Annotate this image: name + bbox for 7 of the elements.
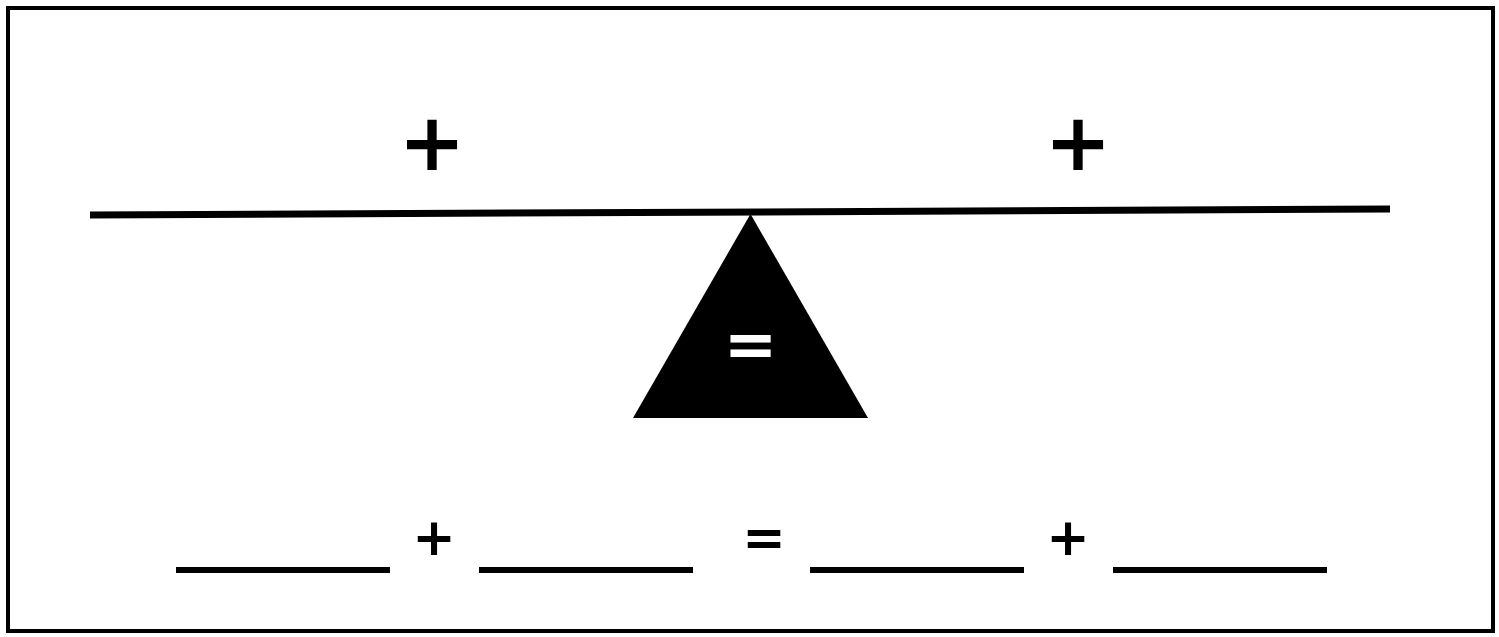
math-sign: + [398, 103, 466, 183]
fulcrum-triangle [633, 214, 868, 418]
math-sign: + [412, 511, 456, 563]
math-sign: = [742, 511, 786, 563]
math-sign: + [1046, 511, 1090, 563]
math-sign: + [1044, 103, 1112, 183]
equals-sign: = [723, 312, 778, 376]
